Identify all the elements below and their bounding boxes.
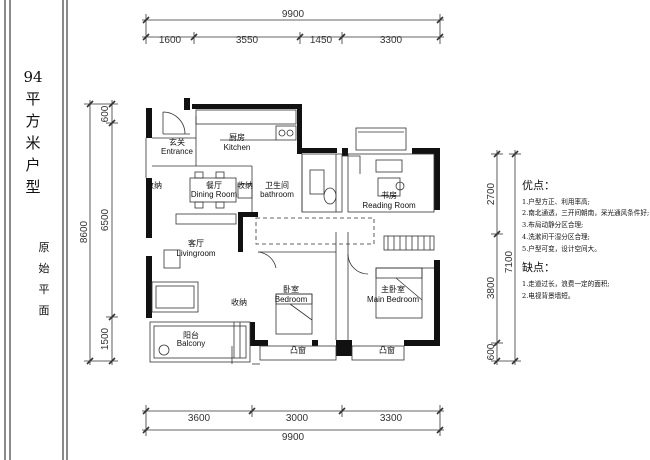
bay-window-label: 凸窗 [290,345,306,355]
storage-label: 收纳 [237,180,253,190]
notes-panel: 优点： 1.户型方正、利用率高; 2.南北通透，三开间朝南，采光通风条件好; 3… [522,177,650,306]
dim-left-seg: 1500 [100,327,111,350]
dim-left-total: 8600 [79,220,90,243]
room-dining-en: Dining Room [191,190,238,199]
bay-window-label: 凸窗 [379,345,395,355]
dim-bottom-seg: 3000 [286,413,309,424]
dim-top-seg: 1450 [310,35,333,46]
title-char: 平 [25,90,41,108]
subtitle-char: 平 [38,283,50,296]
room-entrance-cn: 玄关 [169,137,185,147]
plan-subtitle: 原 始 平 面 [36,237,52,321]
dim-right-seg: 2700 [486,182,497,205]
storage-label: 收纳 [231,297,247,307]
room-entrance-en: Entrance [161,147,194,156]
subtitle-char: 面 [38,304,50,317]
room-balcony-cn: 阳台 [183,330,199,340]
pros-title: 优点： [522,179,555,192]
walls [146,98,440,356]
dim-left-seg: 6500 [100,208,111,231]
dim-top-seg: 3300 [380,35,403,46]
dim-bottom-seg: 3600 [188,413,211,424]
storage-label: 收纳 [146,180,162,190]
title-char: 94 [23,68,43,86]
cons-item: 1.走道过长，浪费一定的面积; [522,280,610,288]
pros-item: 3.布局动静分区合理; [522,221,584,229]
sidebar-stripe [9,0,11,460]
sidebar-stripe [66,0,68,460]
dim-top-seg: 1600 [159,35,182,46]
pros-list: 1.户型方正、利用率高; 2.南北通透，三开间朝南，采光通风条件好; 3.布局动… [522,196,650,255]
dim-bottom-total: 9900 [282,432,305,443]
room-bathroom-cn: 卫生间 [265,180,289,190]
room-kitchen-en: Kitchen [224,143,251,152]
title-char: 米 [25,134,41,152]
pros-item: 1.户型方正、利用率高; [522,198,590,206]
room-bedroom-cn: 卧室 [283,284,299,294]
room-living-en: Livingroom [176,249,215,258]
dimension-lines [84,14,521,436]
cons-list: 1.走道过长，浪费一定的面积; 2.电视背景墙短。 [522,278,650,302]
title-char: 户 [25,156,41,174]
dim-right-total: 7100 [504,250,515,273]
room-reading-en: Reading Room [362,201,416,210]
room-bedroom-en: Bedroom [275,295,308,304]
sidebar-stripe [4,0,6,460]
room-dining-cn: 餐厅 [206,181,222,190]
pros-item: 2.南北通透，三开间朝南，采光通风条件好; [522,209,650,217]
left-sidebar [0,0,68,460]
dim-top-total: 9900 [282,9,305,20]
interior-lines [145,109,435,365]
cons-title: 缺点： [522,261,555,274]
cons-item: 2.电视背景墙短。 [522,292,575,300]
room-bathroom-en: bathroom [260,190,294,199]
room-master-en: Main Bedroom [367,295,419,304]
dim-right-seg: 600 [486,343,497,360]
room-balcony-en: Balcony [177,339,205,348]
room-living-cn: 客厅 [188,238,204,248]
dimension-ticks [86,16,519,434]
room-labels: 玄关 Entrance 厨房 Kitchen 餐厅 Dining Room 卫生… [146,132,419,355]
title-char: 方 [25,112,41,130]
dim-left-seg: 600 [100,105,111,122]
sidebar-stripe [62,0,64,460]
pros-item: 4.洗漱间干湿分区合理; [522,233,590,241]
room-master-cn: 主卧室 [381,284,405,294]
dim-bottom-seg: 3300 [380,413,403,424]
subtitle-char: 始 [38,262,50,275]
dim-top-seg: 3550 [236,35,259,46]
room-kitchen-cn: 厨房 [229,132,245,142]
pros-item: 5.户型可变，设计空间大。 [522,245,601,253]
title-char: 型 [25,178,41,196]
dimension-labels: 9900 1600 3550 1450 3300 3600 3000 3300 … [79,9,515,443]
subtitle-char: 原 [38,241,50,254]
dim-right-seg: 3800 [486,276,497,299]
plan-title: 94 平 方 米 户 型 [20,66,46,198]
room-reading-cn: 书房 [381,190,397,200]
